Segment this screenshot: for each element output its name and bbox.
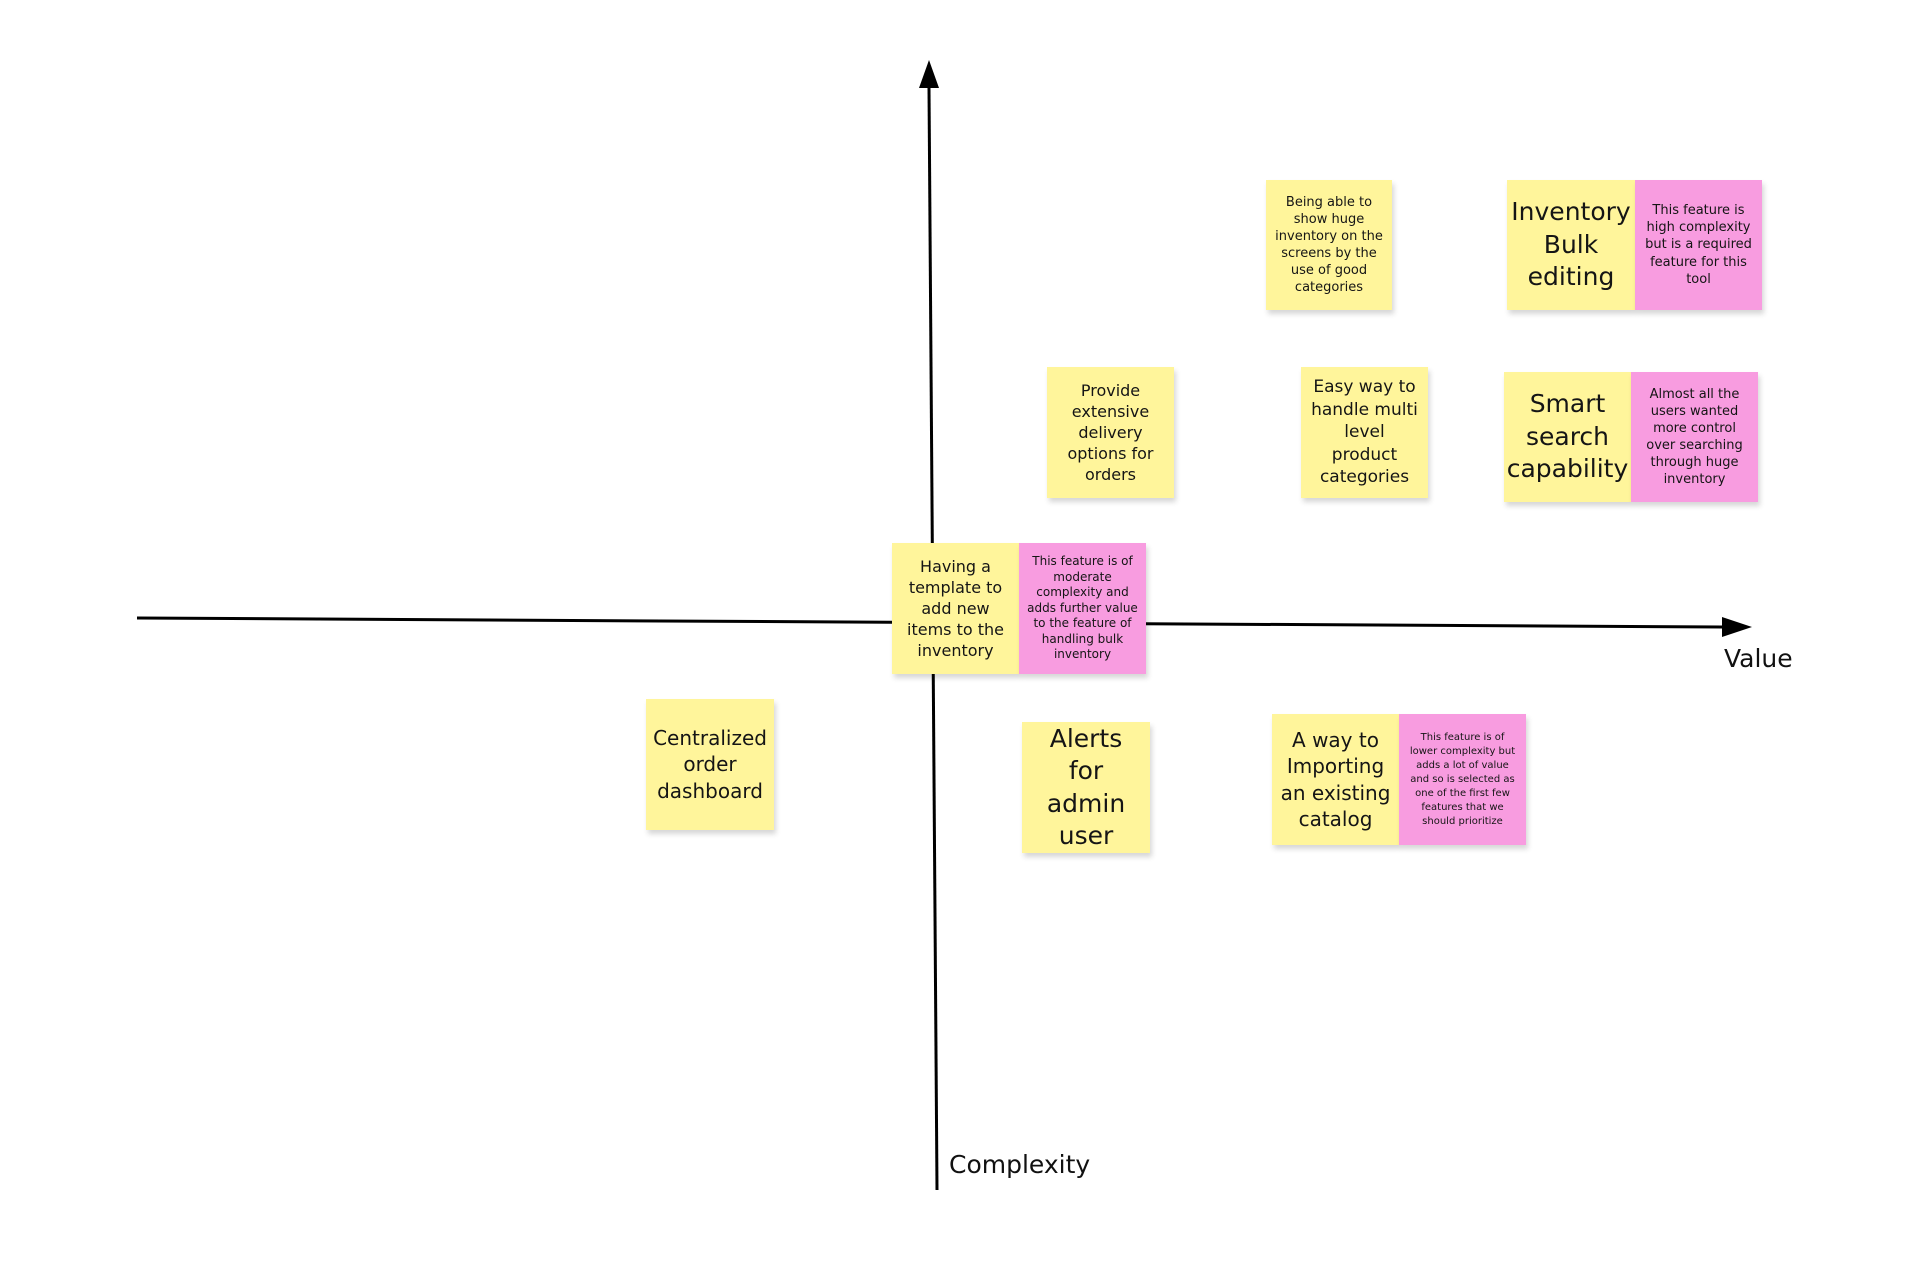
comment-note-smart-search[interactable]: Almost all the users wanted more control… xyxy=(1631,372,1758,502)
value-axis-label: Value xyxy=(1724,644,1793,673)
sticky-note-order-dashboard[interactable]: Centralized order dashboard xyxy=(646,699,774,830)
sticky-note-inventory-categories[interactable]: Being able to show huge inventory on the… xyxy=(1266,180,1392,310)
complexity-axis-label: Complexity xyxy=(949,1150,1091,1179)
comment-note-inventory-bulk-editing[interactable]: This feature is high complexity but is a… xyxy=(1635,180,1762,310)
sticky-note-inventory-bulk-editing[interactable]: Inventory Bulk editing xyxy=(1507,180,1635,310)
sticky-note-smart-search[interactable]: Smart search capability xyxy=(1504,372,1631,502)
sticky-note-import-catalog[interactable]: A way to Importing an existing catalog xyxy=(1272,714,1399,845)
sticky-note-delivery-options[interactable]: Provide extensive delivery options for o… xyxy=(1047,367,1174,498)
complexity-axis-arrowhead xyxy=(919,60,939,88)
sticky-note-item-template[interactable]: Having a template to add new items to th… xyxy=(892,543,1019,674)
comment-note-item-template[interactable]: This feature is of moderate complexity a… xyxy=(1019,543,1146,674)
sticky-note-multi-level-categories[interactable]: Easy way to handle multi level product c… xyxy=(1301,367,1428,498)
comment-note-import-catalog[interactable]: This feature is of lower complexity but … xyxy=(1399,714,1526,845)
sticky-note-admin-alerts[interactable]: Alerts for admin user xyxy=(1022,722,1150,853)
value-axis-arrowhead xyxy=(1722,617,1752,637)
